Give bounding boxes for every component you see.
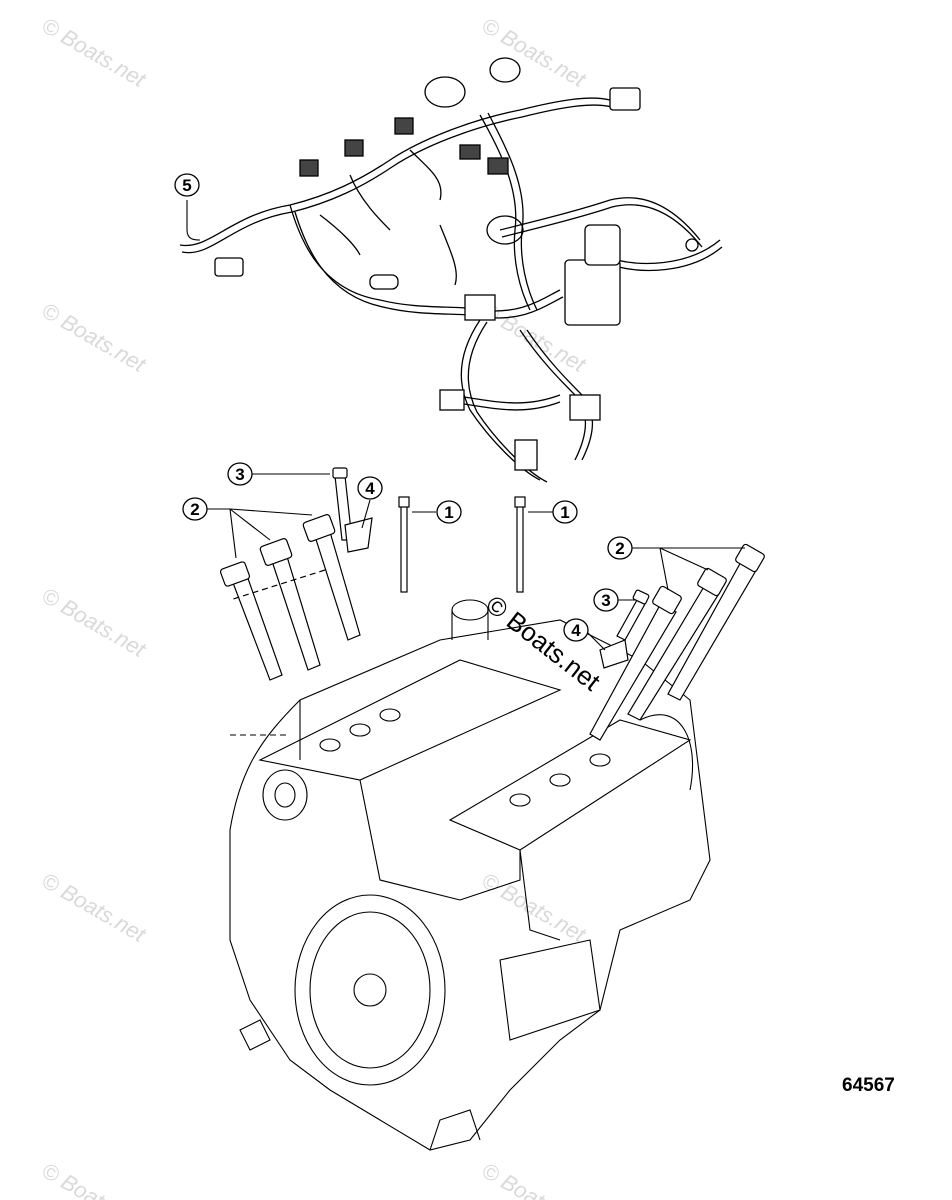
glow-plugs [398, 496, 526, 593]
callout-5: 5 [174, 173, 200, 197]
callout-2: 2 [607, 536, 633, 560]
callout-label: 2 [615, 539, 624, 558]
center-watermark: © Boats.net [480, 589, 606, 697]
bolts-and-clamps [332, 467, 650, 669]
callout-label: 2 [190, 500, 199, 519]
watermark: © Boats.net [38, 13, 151, 93]
callout-4: 4 [563, 618, 589, 642]
callout-3: 3 [227, 462, 253, 486]
fuel-injectors-left [219, 514, 361, 681]
figure-number: 64567 [842, 1075, 895, 1096]
callout-label: 1 [560, 503, 569, 522]
watermark: © Boats.net [478, 1158, 591, 1200]
callout-label: 1 [444, 503, 453, 522]
callout-label: 5 [182, 176, 191, 195]
wiring-harness [179, 57, 723, 483]
callout-label: 4 [571, 621, 581, 640]
fuel-injectors-right [589, 543, 765, 741]
leader-lines [186, 200, 745, 651]
callout-label: 3 [235, 465, 244, 484]
watermark: © Boats.net [38, 583, 151, 663]
callout-3: 3 [593, 588, 619, 612]
watermark: © Boats.net [478, 13, 591, 93]
watermark: © Boats.net [38, 298, 151, 378]
callout-label: 3 [601, 591, 610, 610]
callout-1: 1 [436, 500, 462, 524]
callout-label: 4 [365, 479, 375, 498]
watermark: © Boats.net [478, 868, 591, 948]
watermark: © Boats.net [38, 868, 151, 948]
callout-2: 2 [182, 497, 208, 521]
callout-1: 1 [552, 500, 578, 524]
callout-4: 4 [357, 476, 383, 500]
engine-block [229, 599, 711, 1151]
watermark: © Boats.net [38, 1158, 151, 1200]
